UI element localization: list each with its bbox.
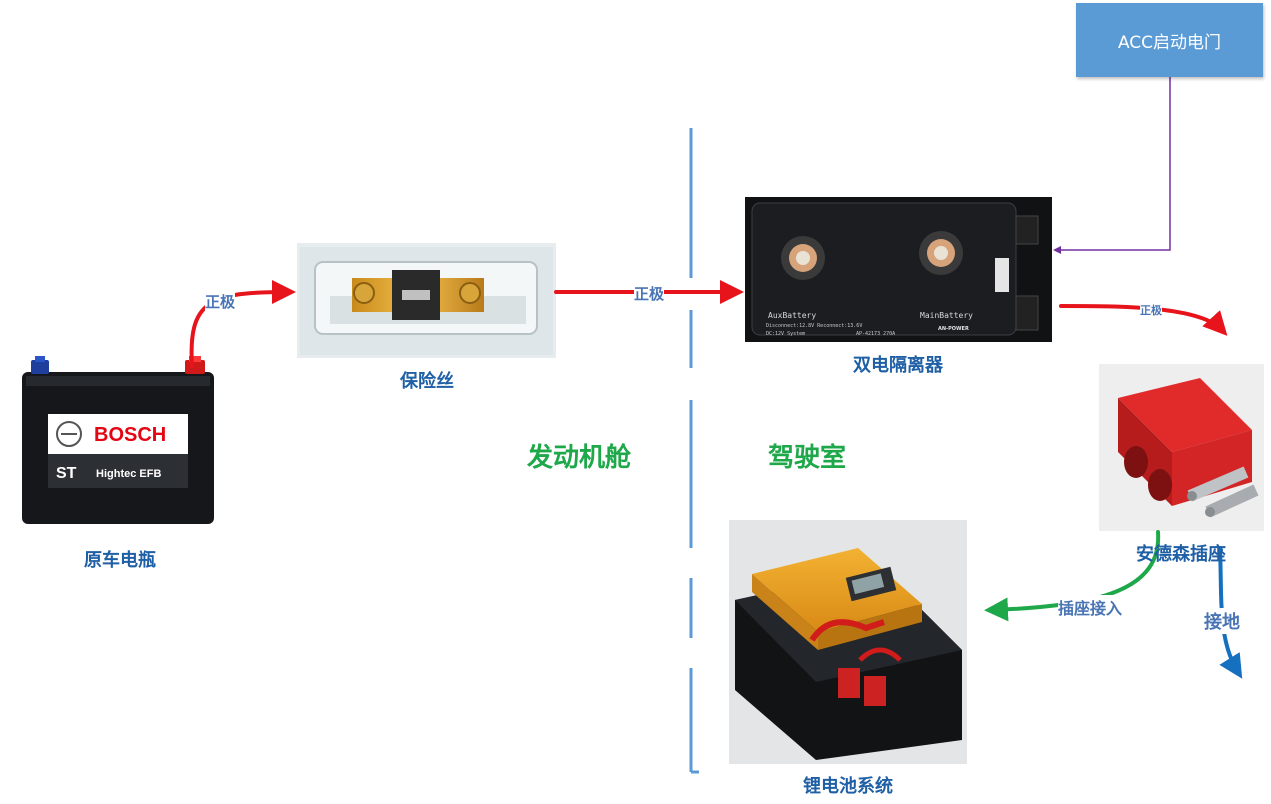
label-isolator: 双电隔离器: [853, 355, 943, 376]
label-car-battery: 原车电瓶: [84, 550, 156, 571]
isolator-model-text: AP-42173 270A: [856, 331, 895, 337]
car-battery-image: BOSCH ST Hightec EFB: [22, 356, 214, 524]
isolator-image: AuxBattery MainBattery Disconnect:12.8V …: [745, 197, 1052, 342]
wire-socket-to-lithium: [984, 530, 1161, 622]
isolator-spec2-text: DC:12V System: [766, 331, 805, 337]
label-ground: 接地: [1204, 608, 1240, 634]
battery-model-text: Hightec EFB: [96, 468, 161, 480]
label-positive-2: 正极: [634, 283, 665, 304]
label-fuse: 保险丝: [400, 371, 454, 392]
label-positive-3: 正极: [1140, 302, 1162, 318]
acc-switch-box: ACC启动电门: [1076, 3, 1263, 77]
anderson-connector-image: [1099, 364, 1264, 531]
lithium-battery-image: [729, 520, 967, 764]
label-positive-1: 正极: [205, 291, 236, 312]
label-anderson: 安德森插座: [1136, 544, 1226, 565]
isolator-spec1-text: Disconnect:12.8V Reconnect:13.6V: [766, 323, 862, 329]
isolator-main-text: MainBattery: [920, 311, 973, 320]
fuse-image: [297, 243, 556, 358]
battery-series-text: ST: [56, 465, 77, 482]
isolator-brand-text: AN-POWER: [938, 326, 969, 332]
zone-cabin: 驾驶室: [768, 443, 847, 473]
label-lithium: 锂电池系统: [803, 776, 893, 797]
isolator-aux-text: AuxBattery: [768, 311, 816, 320]
label-socket-in: 插座接入: [1058, 595, 1123, 619]
battery-brand-text: BOSCH: [94, 424, 166, 446]
zone-engine-bay: 发动机舱: [527, 443, 632, 473]
zone-divider: [689, 128, 699, 774]
wire-acc-to-isolator: [1053, 77, 1171, 254]
